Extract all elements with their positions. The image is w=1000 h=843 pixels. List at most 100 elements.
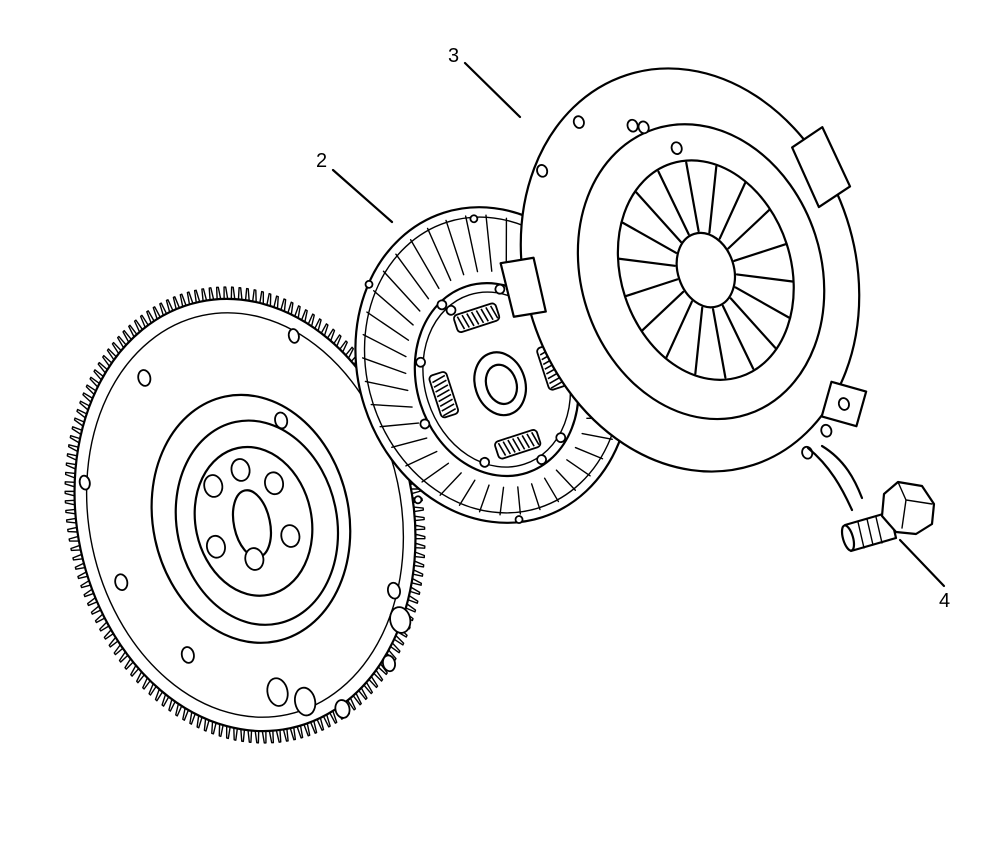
callout-label-4: 4 — [939, 590, 950, 612]
bolt-hole — [334, 699, 351, 719]
gear-tooth — [208, 287, 215, 301]
rivet — [419, 418, 431, 430]
bolt-hole — [114, 573, 129, 592]
gear-tooth — [223, 286, 229, 300]
friction-groove — [581, 432, 613, 440]
bolt-hole — [203, 474, 224, 498]
diaphragm-finger — [694, 306, 704, 375]
bolt-hole — [287, 328, 300, 344]
bolt-hole — [180, 646, 195, 664]
rivet — [514, 515, 524, 524]
friction-groove — [370, 403, 413, 408]
mounting-hole — [626, 118, 639, 133]
damper-spring — [494, 429, 542, 460]
diaphragm-finger — [711, 308, 727, 379]
callout-label-2: 2 — [316, 150, 327, 172]
pressure-plate-holes — [536, 115, 850, 460]
diaphragm-finger — [635, 191, 682, 243]
friction-groove — [362, 333, 407, 358]
friction-groove — [382, 270, 421, 312]
callout-2: 2 — [316, 150, 394, 224]
rivet — [469, 214, 479, 224]
mounting-hole — [670, 141, 683, 155]
gear-tooth — [289, 726, 297, 741]
gear-tooth — [296, 724, 304, 739]
mounting-hole — [637, 120, 650, 135]
friction-groove — [373, 290, 414, 326]
gear-tooth — [261, 730, 267, 744]
gear-tooth — [215, 286, 222, 300]
callout-label-3: 3 — [448, 45, 459, 67]
diaphragm-finger — [735, 273, 794, 283]
friction-groove — [391, 437, 428, 449]
friction-groove — [485, 214, 493, 272]
rivet — [413, 495, 423, 505]
bolt-hole — [294, 686, 317, 717]
pressure-plate — [499, 67, 868, 473]
gear-tooth — [186, 291, 194, 306]
rivet — [436, 299, 448, 311]
friction-groove — [395, 253, 430, 300]
gear-tooth — [201, 288, 208, 302]
bolt-hole — [266, 677, 289, 707]
mounting-hole — [536, 164, 549, 178]
bolt-hole — [381, 654, 396, 673]
bolt-hole — [389, 606, 412, 634]
gear-tooth — [275, 729, 282, 743]
rivet — [536, 454, 548, 466]
friction-groove — [445, 219, 465, 276]
diaphragm-finger — [665, 300, 693, 359]
friction-groove — [543, 477, 560, 503]
bolt-hole — [264, 471, 285, 496]
friction-groove — [364, 380, 409, 392]
friction-groove — [530, 483, 541, 511]
bolt — [806, 444, 936, 553]
disc-damper-springs — [428, 302, 567, 460]
callout-3: 3 — [448, 45, 522, 119]
friction-groove — [426, 227, 452, 282]
callout-4: 4 — [898, 538, 950, 612]
diaphragm-finger — [727, 208, 771, 250]
friction-groove — [566, 459, 591, 477]
diaphragm-finger — [721, 304, 755, 370]
rivet — [494, 283, 506, 295]
friction-groove — [478, 484, 490, 513]
gear-tooth — [268, 730, 275, 744]
bolt-hole — [230, 458, 251, 482]
friction-groove — [464, 215, 479, 273]
diaphragm-finger — [708, 165, 718, 234]
diaphragm-finger — [624, 278, 679, 298]
damper-spring — [428, 371, 459, 419]
diaphragm-finger — [657, 170, 690, 236]
rivet — [445, 304, 457, 316]
rivet — [555, 432, 567, 444]
flywheel-bolt-holes — [78, 328, 412, 719]
rivet — [415, 356, 427, 368]
rivet — [479, 456, 491, 468]
diaphragm-finger — [641, 290, 685, 332]
friction-groove — [458, 479, 476, 506]
friction-groove — [439, 472, 462, 496]
bolt-hole — [78, 474, 91, 491]
mounting-hole — [572, 115, 585, 129]
friction-groove — [362, 357, 407, 375]
bolt-hole — [205, 534, 226, 559]
gear-tooth — [282, 728, 289, 742]
diaphragm-finger — [729, 297, 777, 349]
friction-groove — [421, 462, 450, 483]
friction-groove — [379, 422, 420, 428]
mounting-hole — [837, 397, 850, 411]
friction-groove — [499, 486, 505, 516]
diaphragm-finger — [618, 257, 676, 267]
diaphragm-finger — [718, 181, 747, 240]
diaphragm-finger — [734, 286, 790, 319]
bolt-hole — [280, 524, 301, 548]
diaphragm-finger — [685, 161, 700, 233]
bolt-hole — [137, 369, 152, 387]
friction-groove — [574, 446, 604, 460]
friction-groove — [555, 469, 577, 491]
friction-groove — [409, 239, 440, 290]
diaphragm-spring-fingers — [618, 161, 794, 379]
